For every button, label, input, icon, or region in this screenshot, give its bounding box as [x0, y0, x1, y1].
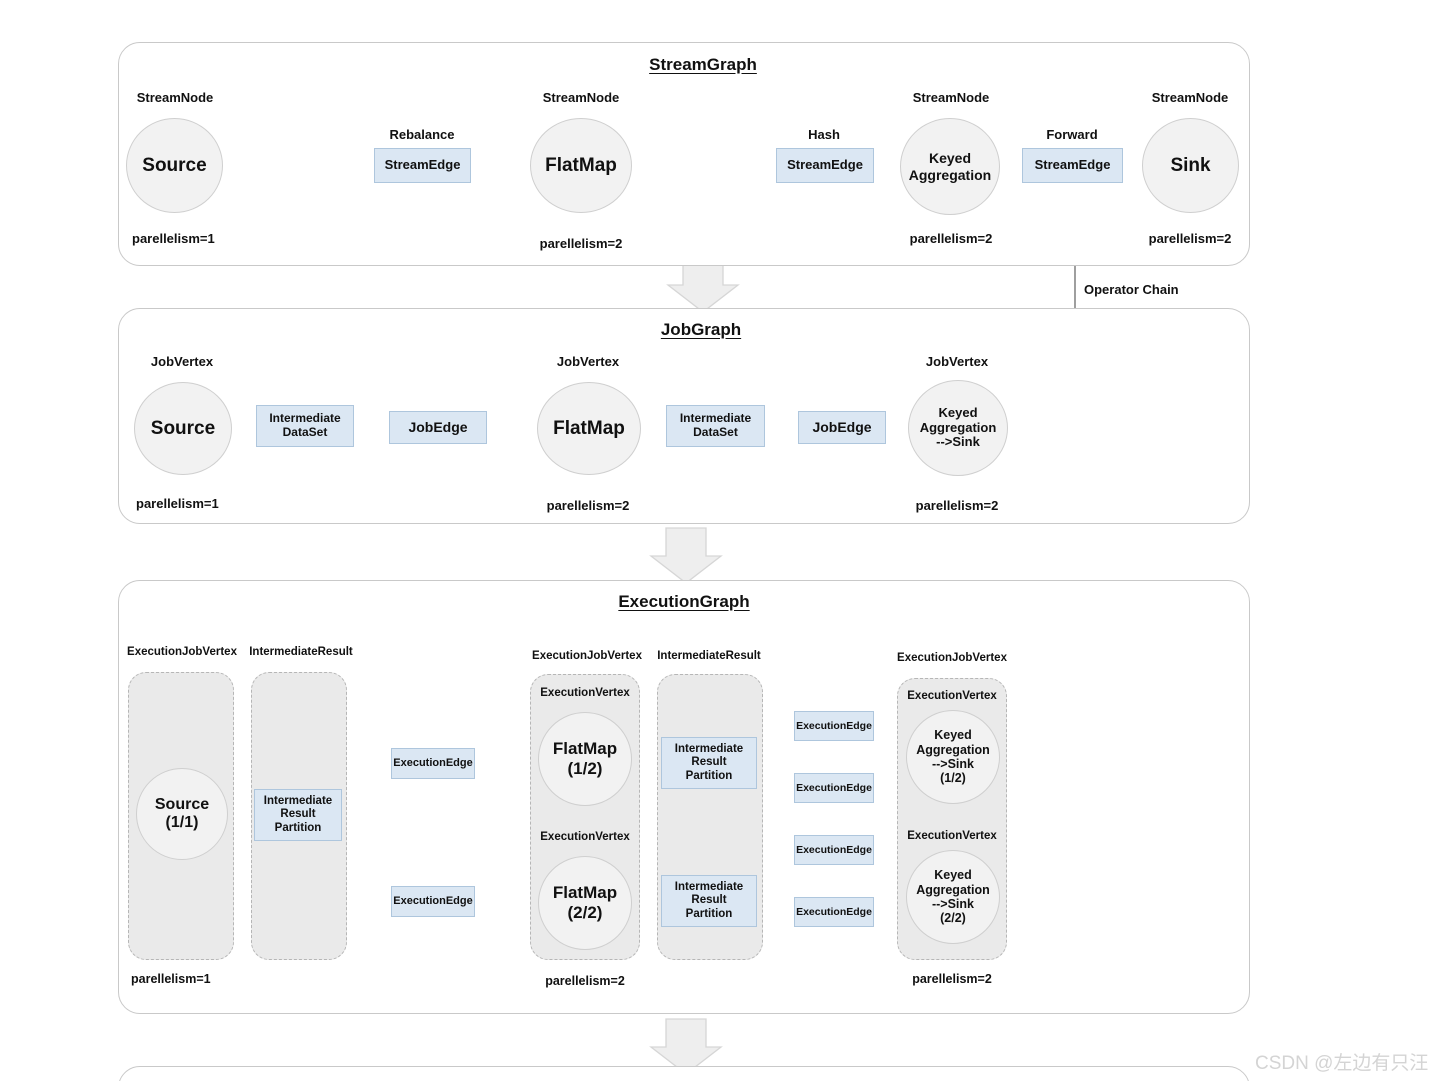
exec-group-caption-3: ExecutionJobVertex	[532, 650, 642, 662]
exec-vertex-caption-sink-1: ExecutionVertex	[907, 690, 997, 702]
exec-edge-2: ExecutionEdge	[391, 886, 475, 917]
streamgraph-edge-forward: StreamEdge	[1022, 148, 1123, 183]
exec-parallelism-3: parellelism=2	[912, 972, 992, 986]
exec-edge-1: ExecutionEdge	[391, 748, 475, 779]
jobgraph-node-flatmap: FlatMap	[537, 382, 641, 475]
streamnode-caption-source: StreamNode	[136, 90, 214, 105]
streamgraph-parallelism-sink: parellelism=2	[1148, 231, 1232, 246]
jobgraph-jobedge-2: JobEdge	[798, 411, 886, 444]
exec-edge-6: ExecutionEdge	[794, 897, 874, 927]
exec-vertex-flatmap-1: FlatMap(1/2)	[538, 712, 632, 806]
streamgraph-parallelism-flatmap: parellelism=2	[539, 236, 623, 251]
exec-parallelism-2: parellelism=2	[545, 974, 625, 988]
executiongraph-title: ExecutionGraph	[618, 592, 750, 611]
edge-kind-rebalance: Rebalance	[389, 127, 455, 142]
exec-edge-3: ExecutionEdge	[794, 711, 874, 741]
jobvertex-caption-source: JobVertex	[150, 354, 214, 369]
transition-arrow-2	[649, 527, 723, 584]
streamgraph-edge-rebalance: StreamEdge	[374, 148, 471, 183]
exec-group-caption-2: IntermediateResult	[249, 646, 353, 658]
watermark: CSDN @左边有只汪	[1255, 1053, 1429, 1074]
exec-group-caption-5: ExecutionJobVertex	[897, 652, 1007, 664]
exec-vertex-caption-sink-2: ExecutionVertex	[907, 830, 997, 842]
exec-vertex-caption-flatmap-2: ExecutionVertex	[540, 831, 630, 843]
jobgraph-jobedge-1: JobEdge	[389, 411, 487, 444]
streamgraph-node-sink: Sink	[1142, 118, 1239, 213]
edge-kind-hash: Hash	[808, 127, 840, 142]
jobgraph-parallelism-keyedagg: parellelism=2	[915, 498, 999, 513]
streamnode-caption-sink: StreamNode	[1151, 90, 1229, 105]
exec-group-caption-4: IntermediateResult	[657, 650, 761, 662]
streamgraph-node-flatmap: FlatMap	[530, 118, 632, 213]
operator-chain-label: Operator Chain	[1084, 282, 1179, 297]
jobgraph-title: JobGraph	[660, 320, 742, 339]
exec-vertex-source: Source(1/1)	[136, 768, 228, 860]
streamgraph-title: StreamGraph	[649, 55, 757, 74]
streamgraph-parallelism-source: parellelism=1	[132, 231, 215, 246]
exec-vertex-caption-flatmap-1: ExecutionVertex	[540, 687, 630, 699]
jobgraph-node-source: Source	[134, 382, 232, 475]
exec-edge-5: ExecutionEdge	[794, 835, 874, 865]
exec-edge-4: ExecutionEdge	[794, 773, 874, 803]
jobgraph-parallelism-source: parellelism=1	[136, 496, 219, 511]
streamnode-caption-keyedagg: StreamNode	[912, 90, 990, 105]
exec-parallelism-1: parellelism=1	[131, 972, 211, 986]
panel-next-partial	[118, 1066, 1250, 1081]
streamgraph-node-source: Source	[126, 118, 223, 213]
jobgraph-parallelism-flatmap: parellelism=2	[546, 498, 630, 513]
jobvertex-caption-flatmap: JobVertex	[556, 354, 620, 369]
streamgraph-parallelism-keyedagg: parellelism=2	[909, 231, 993, 246]
jobvertex-caption-keyedagg: JobVertex	[925, 354, 989, 369]
streamgraph-edge-hash: StreamEdge	[776, 148, 874, 183]
exec-vertex-flatmap-2: FlatMap(2/2)	[538, 856, 632, 950]
exec-group-caption-1: ExecutionJobVertex	[127, 646, 237, 658]
streamnode-caption-flatmap: StreamNode	[542, 90, 620, 105]
edge-kind-forward: Forward	[1046, 127, 1098, 142]
